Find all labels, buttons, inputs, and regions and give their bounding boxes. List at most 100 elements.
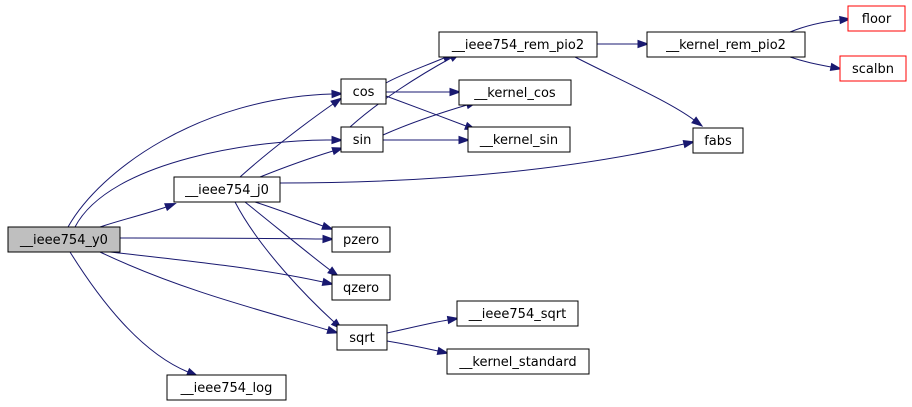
node-label: __ieee754_log (180, 381, 273, 396)
call-graph-nodes: __ieee754_y0 __ieee754_j0 cos sin __ieee754_… (7, 5, 907, 401)
edge-line (385, 95, 467, 127)
edge-line (239, 103, 334, 178)
node-ksin[interactable]: __kernel_sin (467, 126, 571, 153)
node-box (839, 55, 907, 82)
node-label: sqrt (349, 331, 374, 346)
edge-y0-log (69, 251, 199, 377)
node-label: floor (862, 12, 892, 27)
edge-rem_pio2-fabs (574, 56, 704, 127)
edge-arrowhead (331, 135, 344, 145)
node-box (336, 324, 388, 351)
edge-line (234, 201, 335, 323)
edge-arrowhead (458, 135, 471, 145)
node-box (458, 79, 572, 106)
edge-line (119, 237, 324, 240)
edge-line (789, 56, 832, 68)
edge-line (349, 57, 452, 128)
node-sin[interactable]: sin (340, 126, 384, 153)
edge-y0-j0 (99, 202, 177, 228)
node-box (340, 126, 384, 153)
edge-y0-qzero (109, 251, 335, 286)
edge-line (789, 19, 841, 33)
edge-arrowhead (321, 221, 334, 230)
edge-arrowhead (449, 87, 462, 97)
edge-line (386, 340, 439, 352)
edge-arrowhead (331, 147, 345, 156)
edge-sin-ksin (383, 135, 471, 145)
node-y0: __ieee754_y0 (7, 226, 121, 253)
node-floor[interactable]: floor (847, 5, 906, 32)
node-box (456, 300, 579, 327)
edge-arrowhead (829, 62, 843, 72)
node-label: __ieee754_sqrt (468, 307, 566, 322)
node-label: __ieee754_j0 (184, 183, 269, 198)
node-sqrt[interactable]: sqrt (336, 324, 388, 351)
node-box (438, 31, 598, 58)
node-kstd[interactable]: __kernel_standard (446, 348, 590, 375)
node-box (331, 226, 391, 253)
edge-line (99, 206, 167, 228)
node-label: __kernel_cos (473, 86, 556, 101)
node-label: fabs (704, 134, 732, 149)
edge-arrowhead (691, 116, 704, 127)
node-log[interactable]: __ieee754_log (166, 374, 287, 401)
edge-arrowhead (436, 346, 450, 355)
edge-line (99, 251, 329, 331)
edge-y0-sin (74, 135, 344, 228)
node-box (646, 31, 806, 58)
node-box (446, 348, 590, 375)
edge-arrowhead (327, 266, 340, 277)
node-box (692, 127, 744, 154)
edge-krem-scalbn (789, 56, 843, 72)
node-box (847, 5, 906, 32)
node-label: __kernel_standard (458, 355, 576, 370)
edge-arrowhead (322, 234, 335, 244)
edge-rem_pio2-krem (596, 39, 650, 49)
edge-line (385, 57, 445, 84)
node-cos[interactable]: cos (340, 78, 387, 105)
edge-krem-floor (789, 15, 852, 33)
node-label: cos (353, 85, 375, 100)
edge-arrowhead (330, 97, 343, 108)
edge-line (244, 201, 331, 271)
node-label: __kernel_sin (479, 133, 558, 148)
edge-arrowhead (637, 39, 650, 49)
node-label: scalbn (852, 62, 894, 77)
edge-j0-sin (259, 147, 345, 178)
node-j0[interactable]: __ieee754_j0 (173, 176, 281, 203)
call-graph-edges (67, 15, 852, 377)
edge-j0-pzero (254, 201, 334, 230)
node-label: __kernel_rem_pio2 (665, 38, 786, 53)
edge-line (259, 150, 334, 178)
edge-y0-cos (67, 89, 344, 228)
edge-arrowhead (164, 202, 177, 212)
node-box (173, 176, 281, 203)
node-box (467, 126, 571, 153)
edge-line (74, 139, 333, 228)
edge-arrowhead (331, 89, 344, 99)
node-label: qzero (343, 281, 379, 296)
node-rem-pio2[interactable]: __ieee754_rem_pio2 (438, 31, 598, 58)
edge-arrowhead (446, 315, 460, 325)
node-fabs[interactable]: fabs (692, 127, 744, 154)
edge-arrowhead (682, 140, 696, 149)
node-box (340, 78, 387, 105)
node-kcos[interactable]: __kernel_cos (458, 79, 572, 106)
edge-line (254, 201, 324, 227)
edge-y0-pzero (119, 234, 335, 244)
edge-line (109, 251, 324, 283)
node-pzero[interactable]: pzero (331, 226, 391, 253)
edge-sqrt-isqrt (386, 315, 460, 334)
edge-line (69, 251, 189, 373)
node-scalbn[interactable]: scalbn (839, 55, 907, 82)
node-qzero[interactable]: qzero (331, 274, 391, 301)
node-box (331, 274, 391, 301)
edge-cos-rem_pio2 (385, 53, 455, 84)
edge-j0-qzero (244, 201, 340, 277)
edge-line (382, 104, 468, 136)
node-isqrt[interactable]: __ieee754_sqrt (456, 300, 579, 327)
edge-line (574, 56, 695, 121)
node-label: __ieee754_rem_pio2 (451, 38, 584, 53)
node-krem[interactable]: __kernel_rem_pio2 (646, 31, 806, 58)
edge-line (386, 319, 449, 334)
